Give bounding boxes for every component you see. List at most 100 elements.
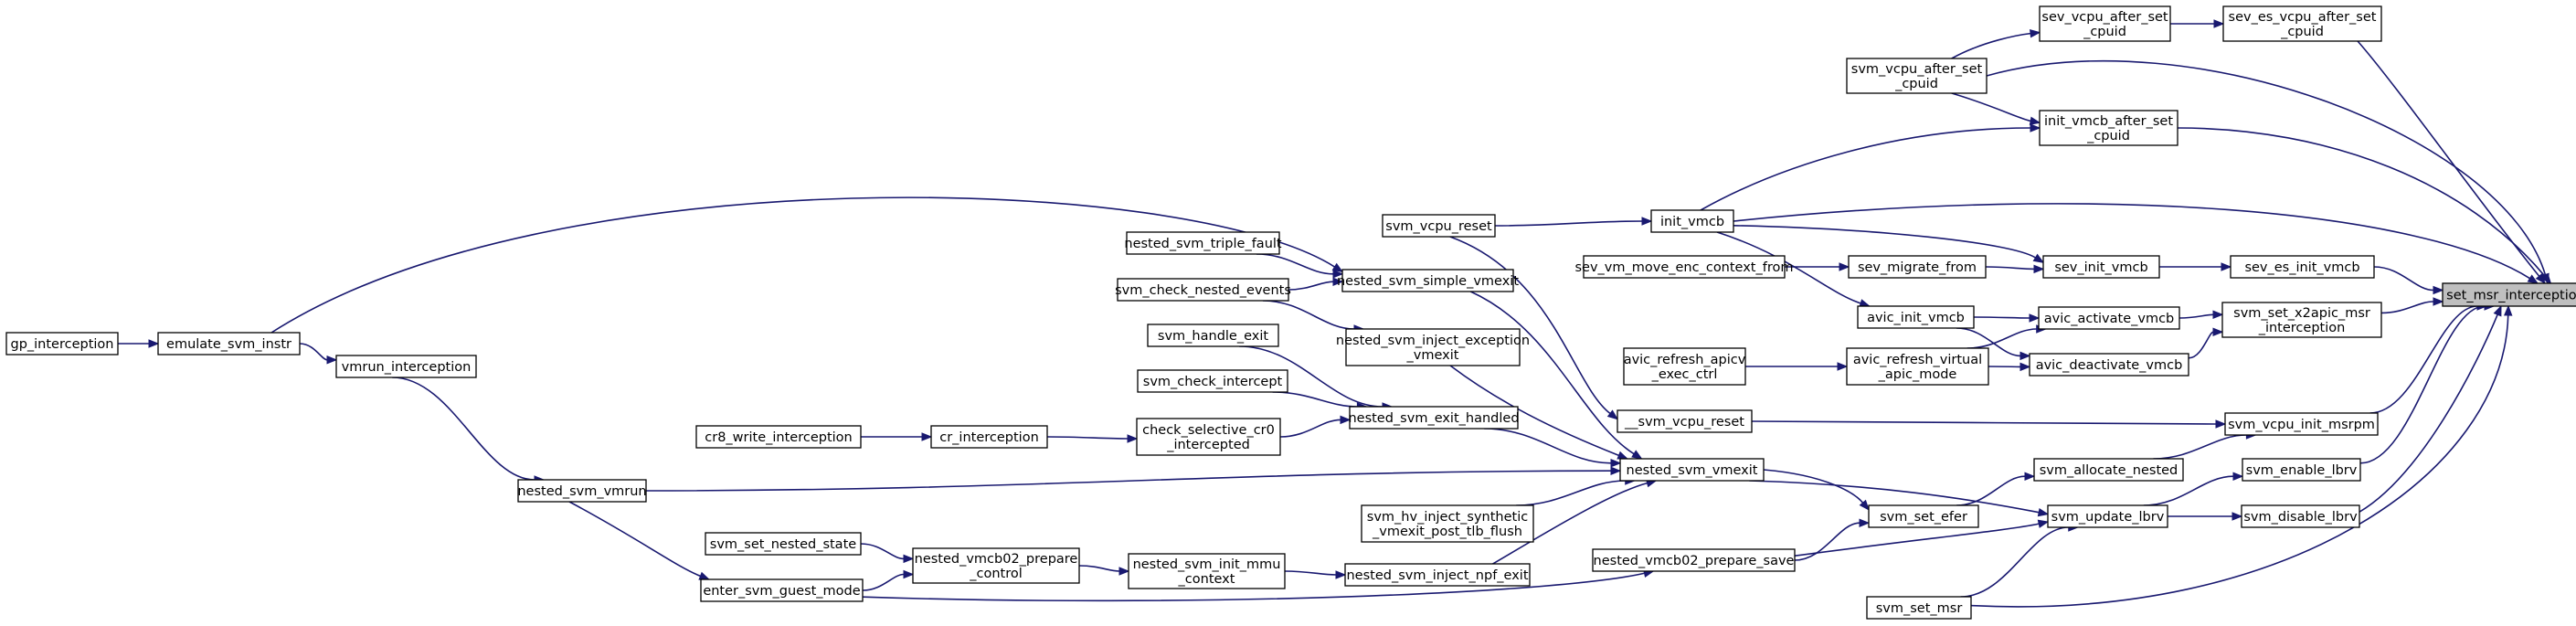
node-sev-es-vcpu-after-set-cpuid[interactable]: sev_es_vcpu_after_set_cpuid <box>2222 5 2382 42</box>
node-label: nested_svm_vmrun <box>517 484 646 499</box>
edge-cr-interception-to-check-selective-cr0-intercepted <box>1046 434 1139 443</box>
node-svm-set-x2apic-msr-interception[interactable]: svm_set_x2apic_msr_interception <box>2221 302 2382 338</box>
node-label: _interception <box>2258 321 2346 335</box>
node-svm-vcpu-init-msrpm[interactable]: svm_vcpu_init_msrpm <box>2224 412 2379 436</box>
edge-init-vmcb-to-avic-init-vmcb <box>1716 231 1871 308</box>
node-box <box>1341 269 1514 292</box>
node-gp-interception[interactable]: gp_interception <box>5 332 119 355</box>
node-svm-update-lbrv[interactable]: svm_update_lbrv <box>2047 504 2168 528</box>
node-init-vmcb-after-set-cpuid[interactable]: init_vmcb_after_set_cpuid <box>2039 110 2178 146</box>
edge-svm-vcpu-reset-to-svm-vcpu-reset <box>1449 236 1619 420</box>
node-box <box>1846 58 1988 94</box>
node-label: nested_svm_vmexit <box>1627 463 1758 478</box>
node-nested-vmcb02-prepare-save[interactable]: nested_vmcb02_prepare_save <box>1592 548 1796 572</box>
node-avic-deactivate-vmcb[interactable]: avic_deactivate_vmcb <box>2029 353 2189 377</box>
edge-svm-vcpu-after-set-cpuid-to-init-vmcb-after-set-cpuid <box>1951 92 2041 125</box>
node-set-msr-interception[interactable]: set_msr_interception <box>2442 282 2576 307</box>
node-nested-vmcb02-prepare-control[interactable]: nested_vmcb02_prepare_control <box>912 547 1080 584</box>
node-svm-vcpu-after-set-cpuid[interactable]: svm_vcpu_after_set_cpuid <box>1846 58 1988 94</box>
node-label: sev_es_vcpu_after_set <box>2229 10 2377 25</box>
node-svm-hv-inject-synthetic-vmexit-post-tlb-flush[interactable]: svm_hv_inject_synthetic_vmexit_post_tlb_… <box>1361 504 1534 543</box>
node-label: emulate_svm_instr <box>166 337 292 352</box>
node-avic-refresh-apicv-exec-ctrl[interactable]: avic_refresh_apicv_exec_ctrl <box>1623 347 1746 386</box>
node-nested-svm-simple-vmexit[interactable]: nested_svm_simple_vmexit <box>1337 269 1519 292</box>
node-nested-svm-vmrun[interactable]: nested_svm_vmrun <box>517 479 647 503</box>
node-svm-check-nested-events[interactable]: svm_check_nested_events <box>1115 278 1291 302</box>
node-label: svm_set_efer <box>1880 510 1967 525</box>
edge-svm-update-lbrv-to-svm-enable-lbrv <box>2143 472 2244 506</box>
node-sev-migrate-from[interactable]: sev_migrate_from <box>1848 255 1987 279</box>
node-label: sev_vcpu_after_set <box>2041 10 2168 25</box>
node-svm-set-nested-state[interactable]: svm_set_nested_state <box>705 532 862 556</box>
node-label: init_vmcb <box>1660 215 1724 229</box>
node-label: nested_svm_triple_fault <box>1124 237 1282 251</box>
node-cr-interception[interactable]: cr_interception <box>930 425 1048 449</box>
edge-nested-svm-vmrun-to-enter-svm-guest-mode <box>568 501 711 580</box>
node-box <box>1382 214 1496 238</box>
node-nested-svm-vmexit[interactable]: nested_svm_vmexit <box>1619 458 1765 482</box>
edge-cr8-write-interception-to-cr-interception <box>861 432 933 441</box>
node-sev-init-vmcb[interactable]: sev_init_vmcb <box>2042 255 2160 279</box>
node-label: nested_svm_inject_npf_exit <box>1346 568 1528 583</box>
node-box <box>1345 328 1521 366</box>
node-check-selective-cr0-intercepted[interactable]: check_selective_cr0_intercepted <box>1136 418 1281 456</box>
edge-avic-activate-vmcb-to-svm-set-x2apic-msr-interception <box>2178 310 2224 320</box>
node-emulate-svm-instr[interactable]: emulate_svm_instr <box>157 332 301 355</box>
edge-enter-svm-guest-mode-to-nested-vmcb02-prepare-control <box>862 569 915 591</box>
node-box <box>1361 504 1534 543</box>
node-svm-handle-exit[interactable]: svm_handle_exit <box>1147 324 1279 347</box>
node-box <box>1136 418 1281 456</box>
node-label: _cpuid <box>2086 129 2130 143</box>
node-sev-vm-move-enc-context-from[interactable]: sev_vm_move_enc_context_from <box>1575 255 1794 279</box>
node-label: nested_vmcb02_prepare <box>915 552 1078 567</box>
node-label: svm_set_x2apic_msr <box>2233 306 2370 321</box>
node-label: avic_deactivate_vmcb <box>2036 358 2183 373</box>
node-box <box>517 479 647 503</box>
node-label: svm_set_nested_state <box>710 537 856 552</box>
node-box <box>1349 406 1519 430</box>
node-svm-vcpu-reset[interactable]: __svm_vcpu_reset <box>1617 409 1753 433</box>
node-svm-disable-lbrv[interactable]: svm_disable_lbrv <box>2241 504 2360 528</box>
edge-nested-svm-vmrun-to-nested-svm-vmexit <box>645 466 1622 492</box>
node-init-vmcb[interactable]: init_vmcb <box>1650 209 1734 233</box>
node-enter-svm-guest-mode[interactable]: enter_svm_guest_mode <box>700 578 864 602</box>
node-box <box>695 425 862 449</box>
node-svm-check-intercept[interactable]: svm_check_intercept <box>1137 369 1288 393</box>
node-cr8-write-interception[interactable]: cr8_write_interception <box>695 425 862 449</box>
node-nested-svm-init-mmu-context[interactable]: nested_svm_init_mmu_context <box>1128 553 1286 589</box>
node-avic-refresh-virtual-apic-mode[interactable]: avic_refresh_virtual_apic_mode <box>1846 347 1989 386</box>
node-avic-activate-vmcb[interactable]: avic_activate_vmcb <box>2038 306 2180 330</box>
node-sev-vcpu-after-set-cpuid[interactable]: sev_vcpu_after_set_cpuid <box>2039 5 2171 42</box>
node-svm-enable-lbrv[interactable]: svm_enable_lbrv <box>2242 458 2361 482</box>
node-label: nested_svm_simple_vmexit <box>1337 274 1519 289</box>
edge-svm-hv-inject-synthetic-vmexit-post-tlb-flush-to-nested-svm-vmexit <box>1516 476 1637 506</box>
node-box <box>2039 110 2178 146</box>
node-nested-svm-triple-fault[interactable]: nested_svm_triple_fault <box>1124 231 1282 255</box>
edge-svm-set-msr-to-set-msr-interception <box>1970 304 2513 608</box>
node-box <box>335 355 477 378</box>
node-label: enter_svm_guest_mode <box>703 584 860 599</box>
node-label: sev_init_vmcb <box>2054 260 2147 275</box>
edge-nested-svm-vmexit-to-svm-set-efer <box>1763 469 1870 511</box>
edge-svm-disable-lbrv-to-set-msr-interception <box>2359 304 2502 513</box>
edge-sev-migrate-from-to-sev-init-vmcb <box>1985 264 2045 274</box>
node-svm-set-msr[interactable]: svm_set_msr <box>1866 596 1972 620</box>
node-label: sev_vm_move_enc_context_from <box>1575 260 1794 275</box>
node-nested-svm-inject-npf-exit[interactable]: nested_svm_inject_npf_exit <box>1344 563 1531 587</box>
node-svm-vcpu-reset[interactable]: svm_vcpu_reset <box>1382 214 1496 238</box>
edge-avic-refresh-virtual-apic-mode-to-avic-activate-vmcb <box>1966 324 2048 349</box>
edge-sev-vm-move-enc-context-from-to-sev-migrate-from <box>1785 262 1850 271</box>
node-sev-es-init-vmcb[interactable]: sev_es_init_vmcb <box>2230 255 2375 279</box>
edge-avic-deactivate-vmcb-to-svm-set-x2apic-msr-interception <box>2188 327 2224 359</box>
node-vmrun-interception[interactable]: vmrun_interception <box>335 355 477 378</box>
edge-avic-refresh-virtual-apic-mode-to-avic-deactivate-vmcb <box>1988 362 2031 372</box>
node-svm-set-efer[interactable]: svm_set_efer <box>1868 504 1979 528</box>
node-nested-svm-inject-exception-vmexit[interactable]: nested_svm_inject_exception_vmexit <box>1336 328 1530 366</box>
node-label: svm_vcpu_reset <box>1385 219 1492 234</box>
node-box <box>912 547 1080 584</box>
node-svm-allocate-nested[interactable]: svm_allocate_nested <box>2033 458 2184 482</box>
node-avic-init-vmcb[interactable]: avic_init_vmcb <box>1857 305 1975 329</box>
node-nested-svm-exit-handled[interactable]: nested_svm_exit_handled <box>1348 406 1520 430</box>
node-label: init_vmcb_after_set <box>2044 114 2173 129</box>
node-box <box>700 578 864 602</box>
